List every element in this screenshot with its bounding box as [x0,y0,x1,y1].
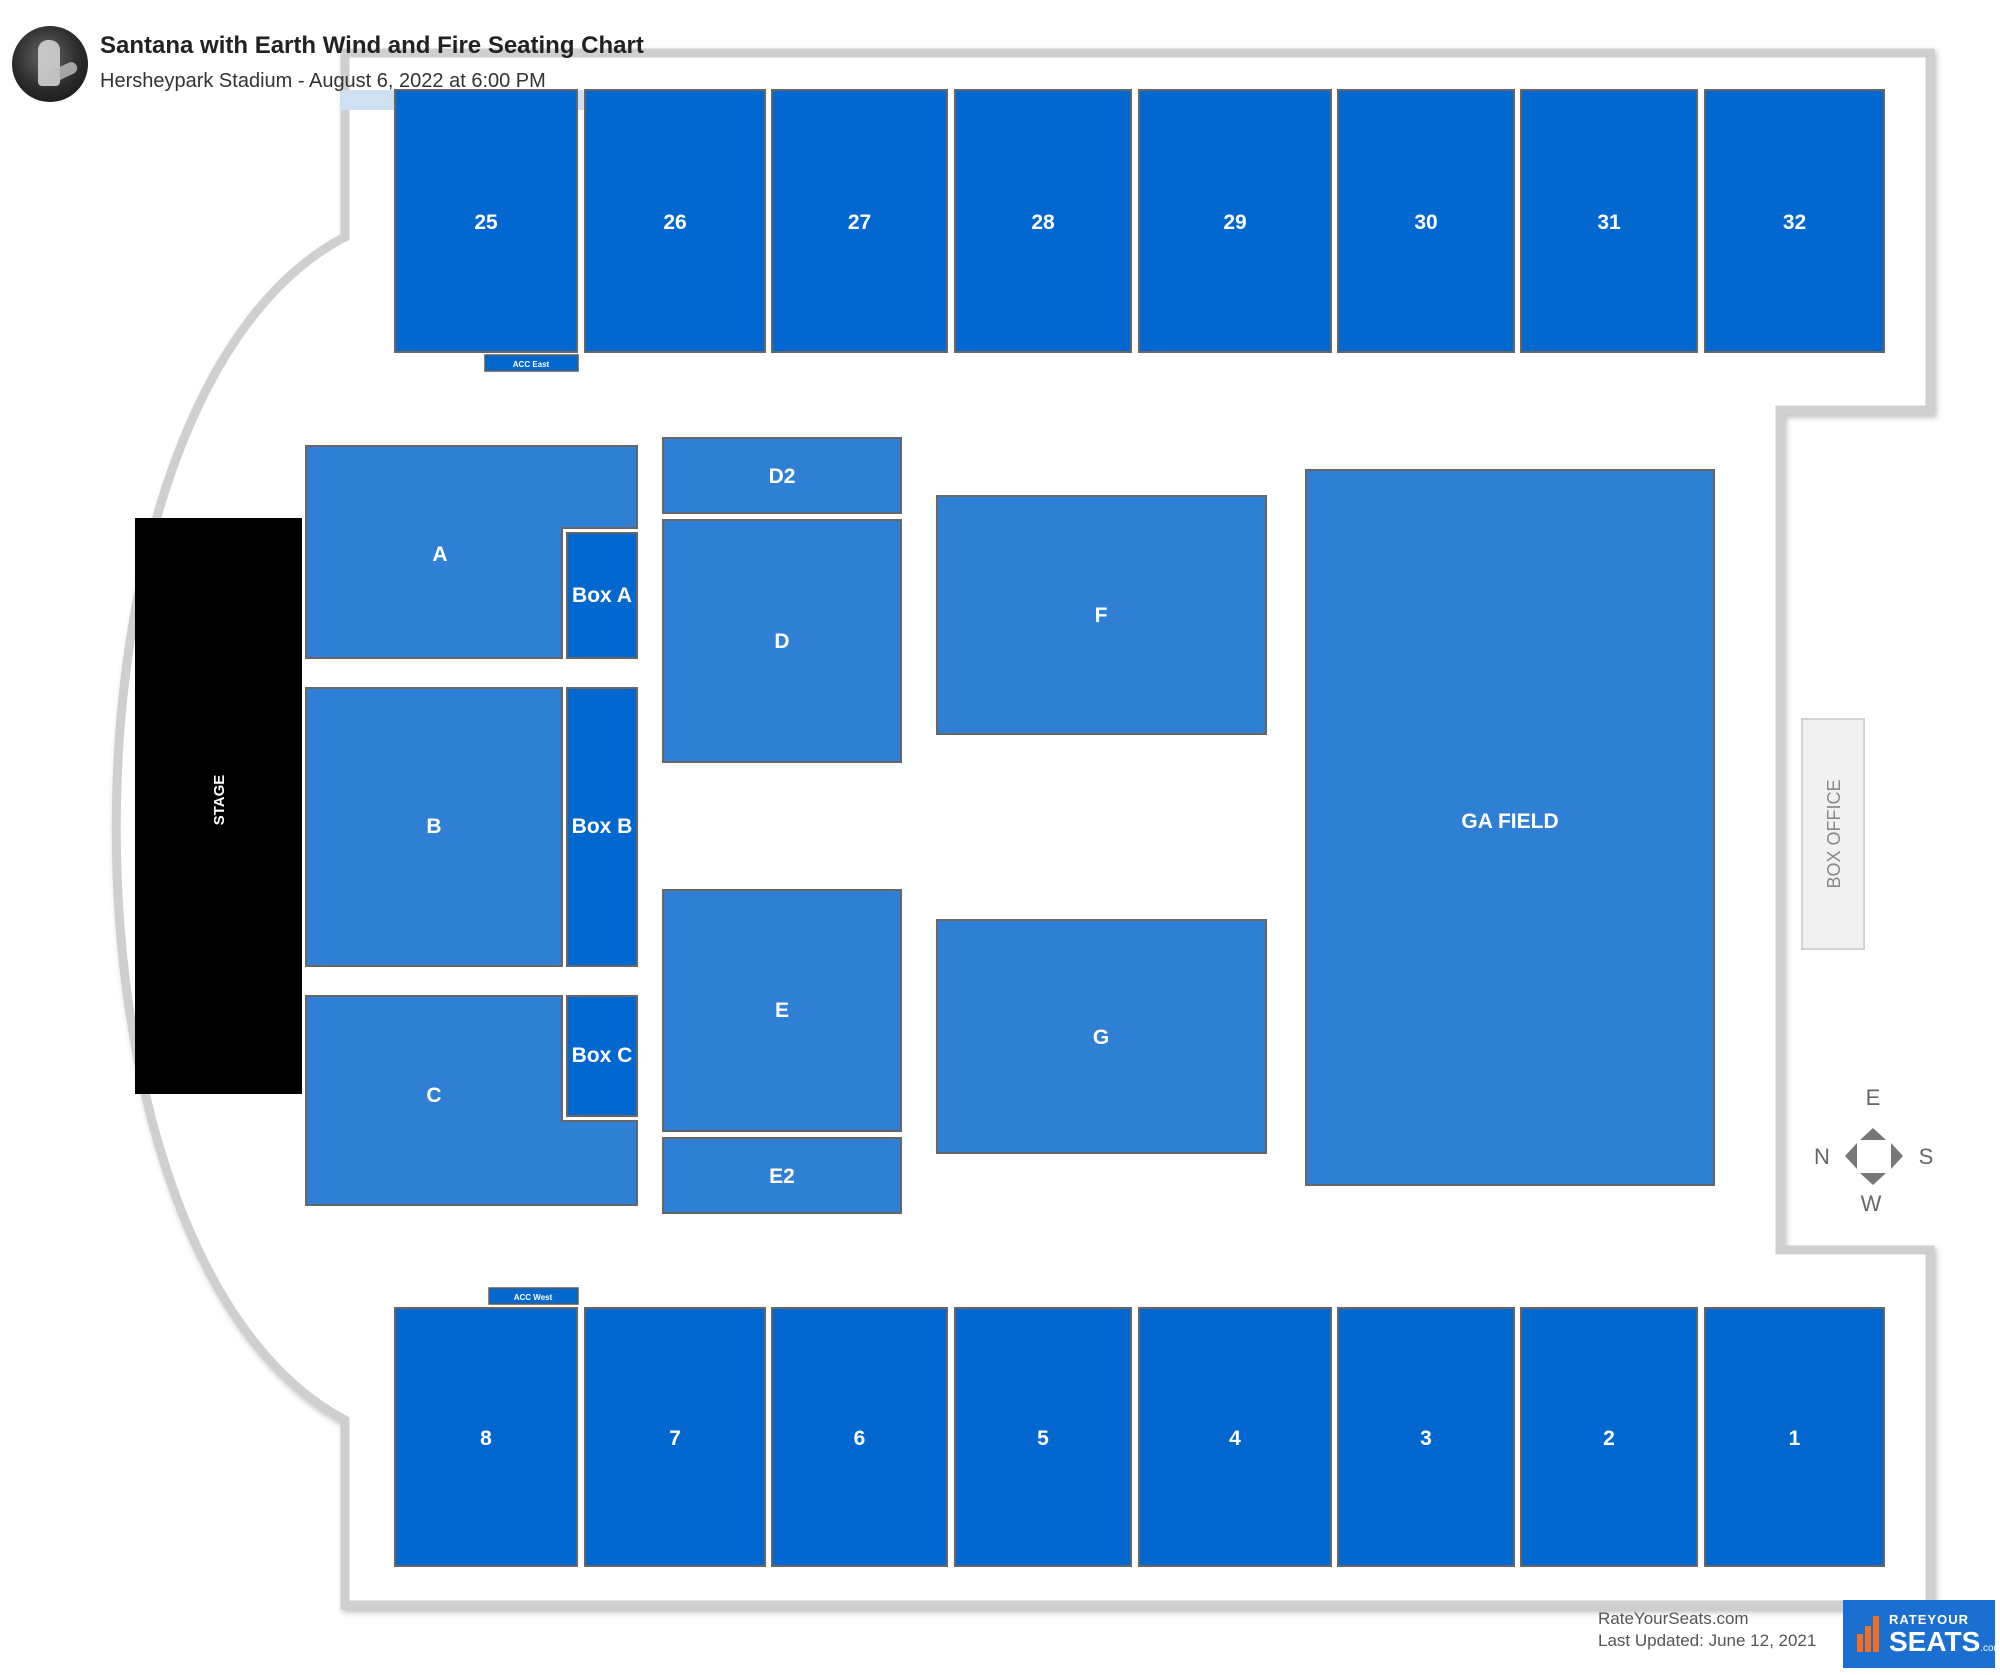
logo-bars-icon [1857,1616,1881,1652]
page-subtitle: Hersheypark Stadium - August 6, 2022 at … [100,70,546,92]
section-d-label: D [774,630,789,653]
section-3-label: 3 [1420,1427,1432,1450]
stage-label: STAGE [211,775,228,826]
box-office [1801,718,1865,950]
section-5[interactable] [954,1307,1132,1567]
section-5-label: 5 [1037,1427,1049,1450]
section-box-a-label: Box A [572,584,632,607]
south-row: 8 7 6 5 4 3 2 1 [394,1307,1885,1567]
section-30[interactable] [1337,89,1515,353]
section-6-label: 6 [854,1427,866,1450]
compass-label-s: S [1919,1144,1934,1169]
footer-updated: Last Updated: June 12, 2021 [1598,1631,1817,1650]
section-29[interactable] [1138,89,1332,353]
section-32-label: 32 [1783,211,1806,234]
section-b[interactable] [305,687,563,967]
section-27-label: 27 [848,211,871,234]
section-4-label: 4 [1229,1427,1241,1450]
compass-up-arrow [1860,1128,1886,1140]
section-b-label: B [426,815,441,838]
section-25[interactable] [394,89,578,353]
section-d[interactable] [662,519,902,763]
section-c-label: C [426,1084,441,1107]
section-8-label: 8 [480,1427,492,1450]
logo-top-text: RATEYOUR [1889,1612,1969,1627]
section-1[interactable] [1704,1307,1885,1567]
section-e[interactable] [662,889,902,1132]
compass-label-w: W [1861,1191,1882,1216]
box-office-label: BOX OFFICE [1824,779,1844,888]
logo-main-text: SEATS.com [1889,1626,2000,1657]
header: Santana with Earth Wind and Fire Seating… [0,0,650,116]
section-box-c-label: Box C [572,1044,633,1067]
section-2[interactable] [1520,1307,1698,1567]
artist-avatar [12,26,88,102]
page-title: Santana with Earth Wind and Fire Seating… [100,32,644,59]
section-28[interactable] [954,89,1132,353]
rateyourseats-logo[interactable]: RATEYOUR SEATS.com [1843,1600,2000,1668]
section-8[interactable] [394,1307,578,1567]
section-box-b-label: Box B [572,815,633,838]
section-ga-field[interactable] [1305,469,1715,1186]
section-box-b[interactable] [566,687,638,967]
section-e-label: E [775,999,789,1022]
compass: E N S W [1814,1085,1933,1216]
stadium-outline [111,48,1935,1610]
section-box-a[interactable] [566,532,638,659]
section-7[interactable] [584,1307,766,1567]
compass-right-arrow [1891,1143,1903,1169]
section-27[interactable] [771,89,948,353]
section-2-label: 2 [1603,1427,1615,1450]
section-31-label: 31 [1597,211,1621,234]
section-g-label: G [1093,1026,1109,1049]
section-28-label: 28 [1031,211,1055,234]
section-1-label: 1 [1789,1427,1801,1450]
compass-label-e: E [1866,1085,1881,1110]
section-4[interactable] [1138,1307,1332,1567]
section-acc-east[interactable] [484,354,579,372]
section-acc-east-label: ACC East [513,360,550,369]
stage [135,518,302,1094]
section-d2[interactable] [662,437,902,514]
section-3[interactable] [1337,1307,1515,1567]
section-ga-field-label: GA FIELD [1461,810,1558,833]
section-f[interactable] [936,495,1267,735]
section-e2-label: E2 [769,1165,795,1188]
compass-down-arrow [1860,1173,1886,1185]
section-29-label: 29 [1223,211,1246,234]
section-f-label: F [1095,604,1108,627]
section-d2-label: D2 [769,465,796,488]
section-26[interactable] [584,89,766,353]
section-acc-west-label: ACC West [514,1293,553,1302]
section-31[interactable] [1520,89,1698,353]
section-7-label: 7 [669,1427,681,1450]
section-g[interactable] [936,919,1267,1154]
section-a[interactable] [305,445,638,659]
footer-site[interactable]: RateYourSeats.com [1598,1609,1749,1628]
section-26-label: 26 [663,211,686,234]
compass-label-n: N [1814,1144,1830,1169]
section-a-label: A [432,543,447,566]
section-25-label: 25 [474,211,498,234]
section-box-c[interactable] [566,995,638,1117]
section-c[interactable] [305,995,638,1206]
section-e2[interactable] [662,1137,902,1214]
compass-left-arrow [1845,1143,1857,1169]
footer-credits: RateYourSeats.com Last Updated: June 12,… [1598,1608,1838,1652]
section-acc-west[interactable] [488,1287,579,1305]
section-32[interactable] [1704,89,1885,353]
section-30-label: 30 [1414,211,1437,234]
north-row: 25 26 27 28 29 30 31 32 [394,89,1885,353]
section-6[interactable] [771,1307,948,1567]
